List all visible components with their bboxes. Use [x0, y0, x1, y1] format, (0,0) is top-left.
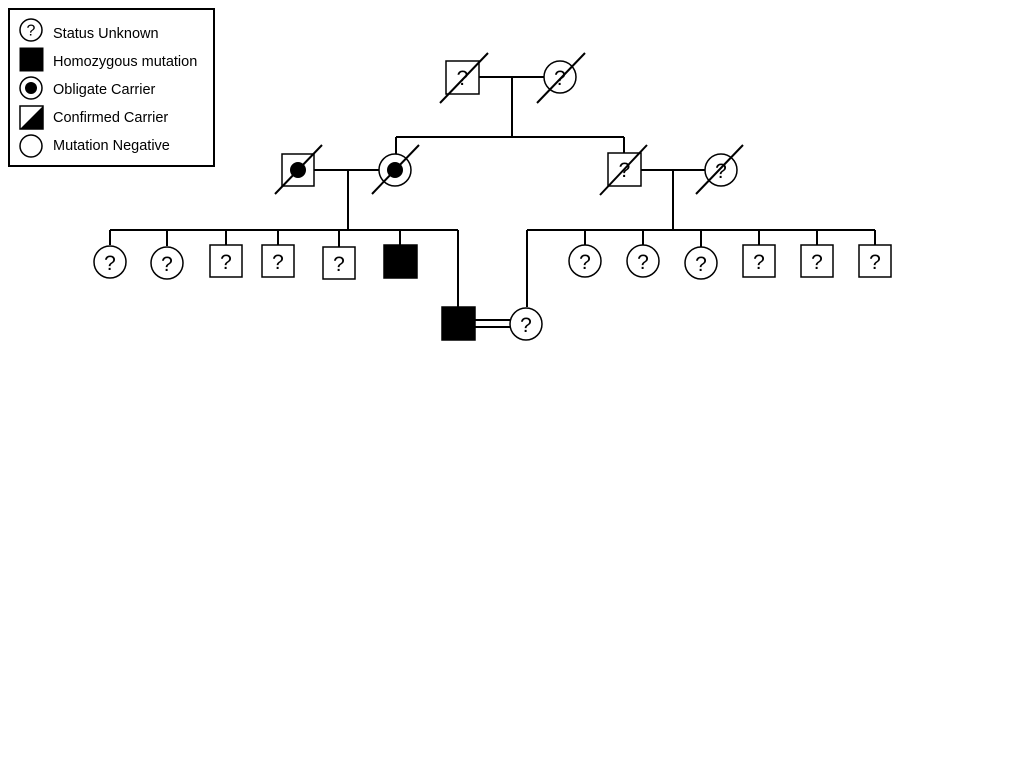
individual-c10: ? [626, 244, 660, 278]
svg-text:?: ? [520, 314, 532, 337]
legend-box [8, 8, 215, 167]
individual-gp1-female: ? [536, 52, 586, 104]
svg-text:?: ? [27, 23, 36, 40]
individual-c13: ? [800, 244, 834, 278]
legend-symbol-homozygous [19, 47, 44, 72]
legend-symbol-status-unknown: ? [19, 18, 43, 42]
svg-text:?: ? [220, 251, 232, 274]
individual-c14: ? [858, 244, 892, 278]
individual-c9: ? [568, 244, 602, 278]
individual-c12: ? [742, 244, 776, 278]
svg-text:?: ? [753, 251, 765, 274]
individual-gp1-male: ? [439, 52, 489, 104]
deceased-slash [274, 144, 323, 195]
svg-text:?: ? [715, 160, 727, 183]
svg-text:?: ? [161, 253, 173, 276]
svg-text:?: ? [869, 251, 881, 274]
legend: ? Status Unknown Homozygous mutation Obl… [8, 8, 215, 167]
deceased-slash [439, 52, 489, 104]
individual-c3: ? [209, 244, 243, 278]
svg-text:?: ? [637, 251, 649, 274]
individual-p1-male [274, 144, 323, 195]
svg-text:?: ? [811, 251, 823, 274]
individual-p1-female [371, 144, 420, 195]
svg-text:?: ? [333, 253, 345, 276]
deceased-slash [695, 144, 744, 195]
individual-c5: ? [322, 246, 356, 280]
individual-c11: ? [684, 246, 718, 280]
deceased-slash [536, 52, 586, 104]
individual-p2-female: ? [695, 144, 744, 195]
svg-text:?: ? [619, 159, 631, 182]
legend-symbol-obligate-carrier [19, 76, 43, 100]
legend-label-status-unknown: Status Unknown [53, 26, 159, 42]
svg-text:?: ? [695, 253, 707, 276]
legend-symbol-mutation-negative [19, 134, 43, 158]
legend-label-homozygous: Homozygous mutation [53, 54, 197, 70]
legend-label-mutation-negative: Mutation Negative [53, 138, 170, 154]
individual-c7 [441, 306, 476, 341]
individual-p2-male: ? [599, 144, 648, 196]
individual-c2: ? [150, 246, 184, 280]
individual-c6 [383, 244, 418, 279]
individual-c4: ? [261, 244, 295, 278]
svg-text:?: ? [104, 252, 116, 275]
legend-symbol-confirmed-carrier [19, 105, 44, 130]
legend-label-confirmed-carrier: Confirmed Carrier [53, 110, 168, 126]
deceased-slash [371, 144, 420, 195]
relationship-lines [109, 76, 876, 328]
svg-text:?: ? [579, 251, 591, 274]
individual-c8: ? [509, 307, 543, 341]
legend-label-obligate-carrier: Obligate Carrier [53, 82, 156, 98]
svg-text:?: ? [272, 251, 284, 274]
deceased-slash [599, 144, 648, 196]
individual-c1: ? [93, 245, 127, 279]
